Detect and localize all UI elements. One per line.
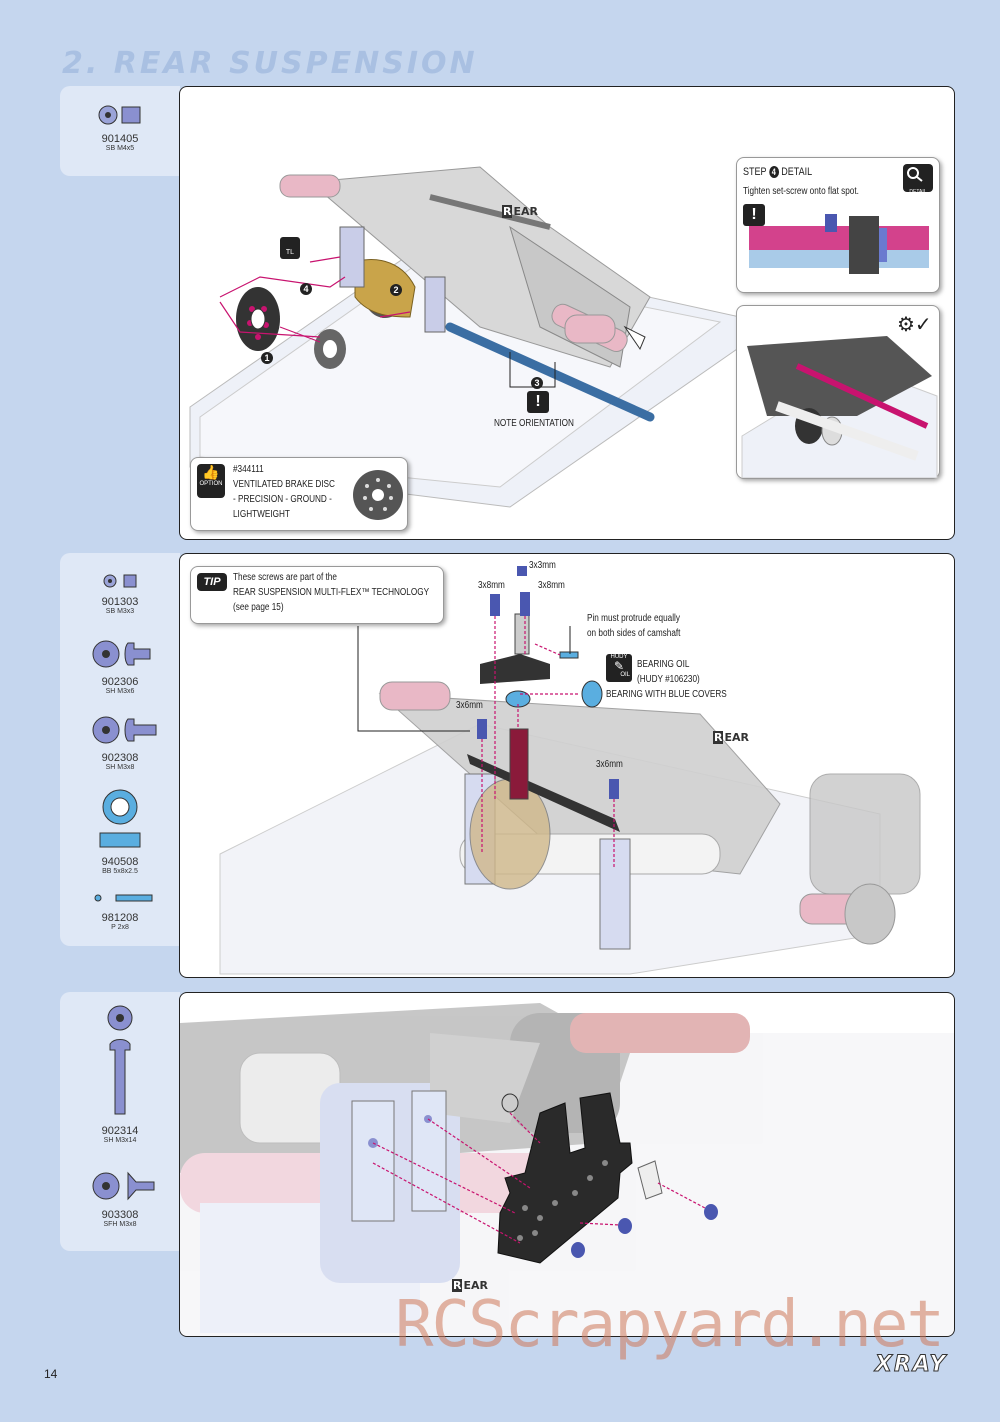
callout-4: 4: [300, 283, 312, 295]
option-thumb-icon: 👍 OPTION: [197, 464, 225, 498]
label-3x6mm-right: 3x6mm: [596, 759, 623, 770]
shock-tower-assembly-illustration: [180, 1003, 954, 1336]
page-title: 2. REAR SUSPENSION: [62, 46, 478, 81]
multiflex-assembly-illustration: [219, 566, 921, 975]
button-head-screw-icon: [92, 640, 151, 668]
step2-panel: TIP These screws are part of the REAR SU…: [179, 553, 955, 978]
detail-text: Tighten set-screw onto flat spot.: [743, 186, 859, 197]
screw-icon: [98, 105, 141, 125]
pin-note-line2: on both sides of camshaft: [587, 628, 681, 639]
button-head-screw-icon: [92, 716, 157, 744]
detail-magnifier-icon: DETAIL: [903, 164, 933, 195]
assembled-view-box: ⚙✓: [736, 305, 940, 479]
flat-head-screw-icon: [92, 1171, 155, 1201]
exclamation-icon: !: [743, 204, 765, 226]
assembled-view-illustration: [741, 336, 938, 478]
label-3x6mm-left: 3x6mm: [456, 700, 483, 711]
option-brake-disc-box: 👍 OPTION #344111 VENTILATED BRAKE DISC -…: [190, 457, 408, 531]
callout-1: 1: [261, 352, 273, 364]
long-screw-icon: [107, 1005, 133, 1115]
hudy-part-label: (HUDY #106230): [637, 674, 700, 685]
option-part-number: #344111: [233, 464, 264, 475]
hudy-oil-icon: HUDY ✎ OIL: [606, 654, 632, 682]
exclamation-icon: !: [527, 391, 549, 413]
parts-sidebar-step1: 901405 SB M4x5: [60, 86, 180, 176]
tip-line2: REAR SUSPENSION MULTI-FLEX™ TECHNOLOGY: [233, 587, 430, 598]
setscrew-detail-illustration: [749, 214, 929, 274]
option-line1: VENTILATED BRAKE DISC: [233, 479, 335, 490]
callout-3: 3: [531, 377, 543, 389]
rear-suspension-assembly-illustration: [189, 166, 741, 508]
brand-logo: XRAY: [874, 1352, 948, 1378]
tip-line3: (see page 15): [233, 602, 284, 613]
part-901405: 901405 SB M4x5: [60, 104, 180, 152]
option-line3: LIGHTWEIGHT: [233, 509, 290, 520]
pin-icon: [94, 894, 153, 902]
setscrew-icon: [103, 574, 137, 588]
watermark: RCScrapyard.net: [395, 1288, 945, 1362]
bearing-icon: [99, 789, 141, 848]
label-3x8mm-left: 3x8mm: [478, 580, 505, 591]
label-3x3mm: 3x3mm: [529, 560, 556, 571]
step4-detail-box: STEP 4 DETAIL Tighten set-screw onto fla…: [736, 157, 940, 293]
brake-disc-image: [353, 470, 403, 520]
option-line2: - PRECISION - GROUND -: [233, 494, 332, 505]
detail-heading: STEP 4 DETAIL: [743, 166, 813, 178]
bearing-covers-label: BEARING WITH BLUE COVERS: [606, 689, 727, 700]
label-3x8mm-right: 3x8mm: [538, 580, 565, 591]
callout-2: 2: [390, 284, 402, 296]
gears-check-icon: ⚙✓: [897, 314, 932, 336]
tip-line1: These screws are part of the: [233, 572, 337, 583]
pin-note-line1: Pin must protrude equally: [587, 613, 680, 624]
tip-box: TIP These screws are part of the REAR SU…: [190, 566, 444, 624]
tool-icon: TL: [280, 237, 300, 259]
tip-icon: TIP: [197, 573, 227, 591]
bearing-oil-label: BEARING OIL: [637, 659, 690, 670]
page-number: 14: [44, 1367, 58, 1381]
note-orientation-label: NOTE ORIENTATION: [494, 418, 574, 429]
